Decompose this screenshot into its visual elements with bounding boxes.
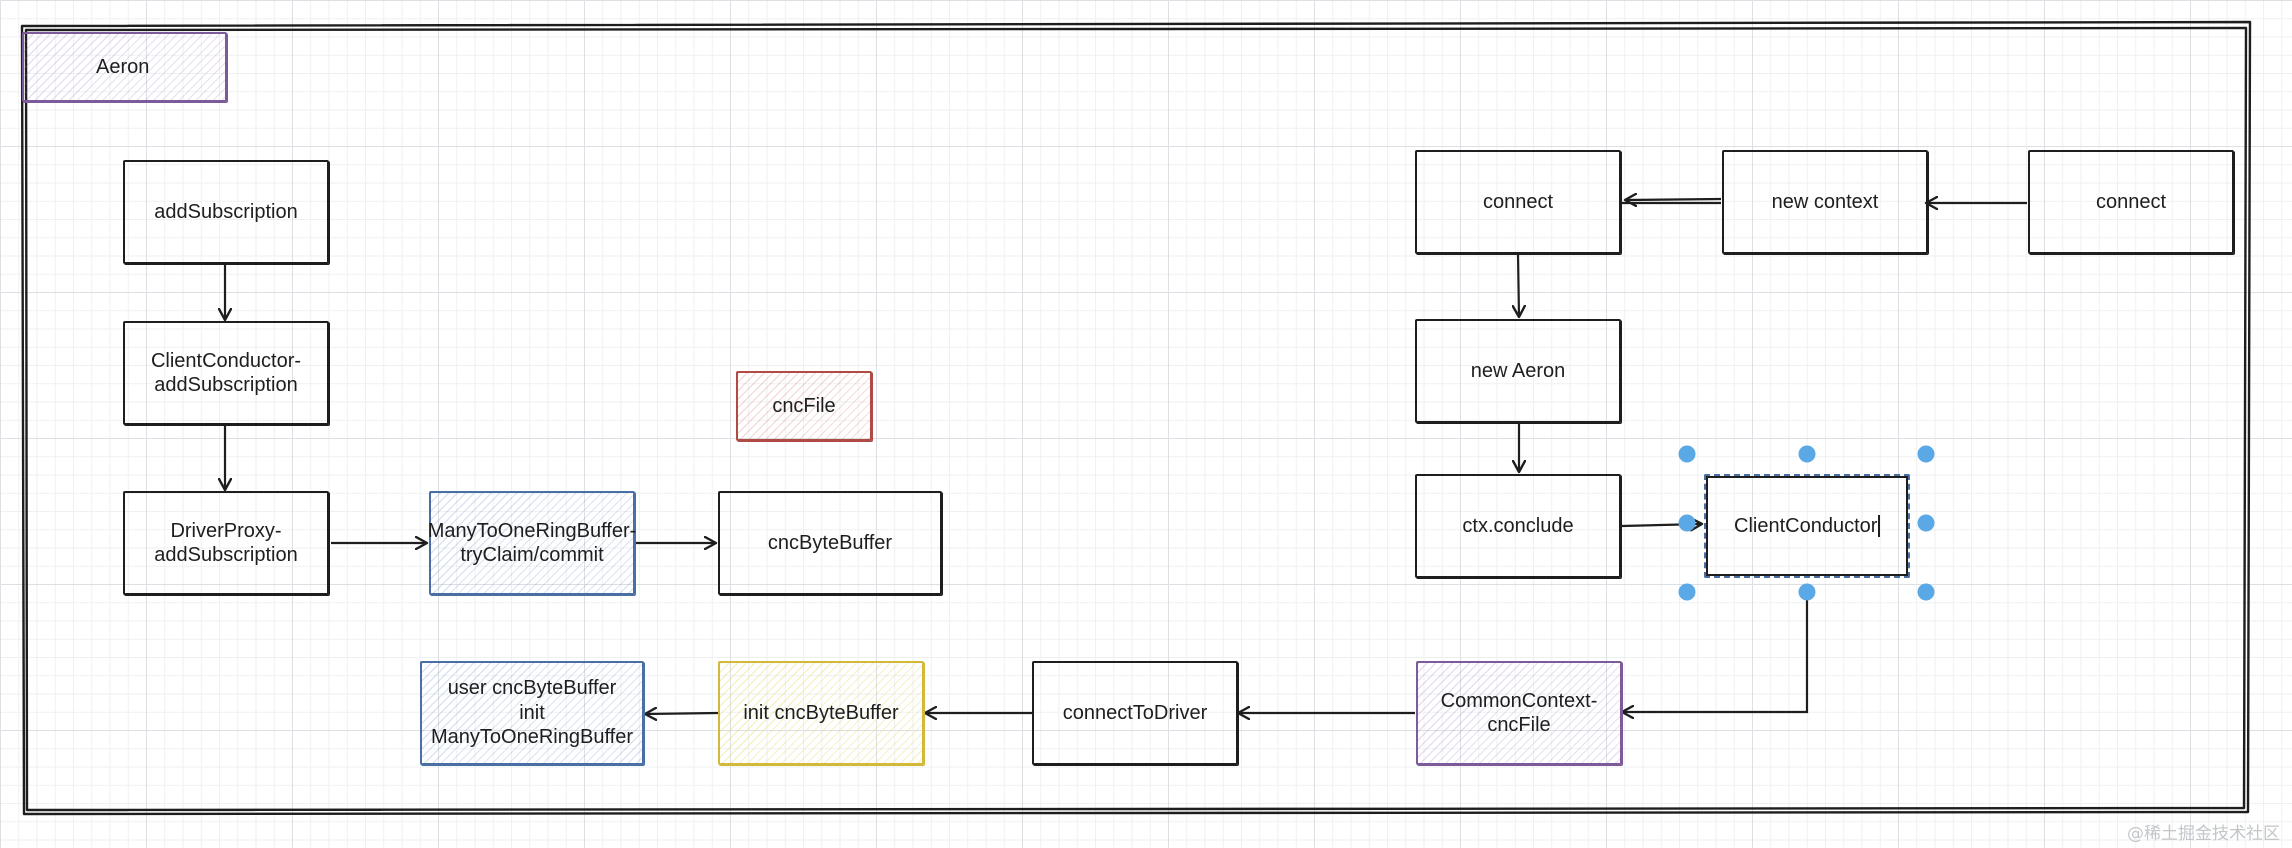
node-cnc-file[interactable]: cncFile [736, 371, 872, 441]
node-new-aeron-label: new Aeron [1470, 359, 1566, 382]
arrow-connect-to-newaeron[interactable] [1518, 253, 1519, 317]
node-connect-right-label: connect [2095, 190, 2167, 213]
aeron-frame[interactable] [20, 20, 2252, 816]
node-driver-proxy-add-subscription-label: DriverProxy- addSubscription [154, 519, 298, 566]
node-user-cnc-byte-buffer[interactable]: user cncByteBuffer init ManyToOneRingBuf… [420, 661, 644, 765]
node-ring-buffer-try-claim-label: ManyToOneRingBuffer- tryClaim/commit [427, 519, 637, 566]
arrow-initcnc-to-usercnc[interactable] [645, 713, 719, 714]
node-ring-buffer-try-claim[interactable]: ManyToOneRingBuffer- tryClaim/commit [427, 491, 637, 595]
frame-label[interactable]: Aeron [22, 32, 227, 102]
node-init-cnc-byte-buffer-label: init cncByteBuffer [743, 701, 899, 724]
node-common-context-cnc-file-label: CommonContext- cncFile [1440, 689, 1598, 736]
node-add-subscription[interactable]: addSubscription [123, 160, 329, 264]
node-cnc-byte-buffer[interactable]: cncByteBuffer [718, 491, 942, 595]
node-client-conductor-add-subscription[interactable]: ClientConductor- addSubscription [123, 321, 329, 425]
node-new-context-label: new context [1771, 190, 1879, 213]
resize-handle-sw[interactable] [1678, 583, 1696, 601]
node-connect-left-label: connect [1482, 190, 1554, 213]
node-connect-right[interactable]: connect [2028, 150, 2234, 254]
node-cnc-byte-buffer-label: cncByteBuffer [767, 531, 893, 554]
node-new-aeron[interactable]: new Aeron [1415, 319, 1621, 423]
resize-handle-e[interactable] [1917, 514, 1935, 532]
node-ctx-conclude[interactable]: ctx.conclude [1415, 474, 1621, 578]
node-init-cnc-byte-buffer[interactable]: init cncByteBuffer [718, 661, 924, 765]
node-client-conductor[interactable]: ClientConductor [1704, 474, 1910, 578]
arrow-clientconductor-to-commoncontext[interactable] [1622, 595, 1809, 712]
frame-title: Aeron [96, 55, 150, 78]
resize-handle-ne[interactable] [1917, 445, 1935, 463]
node-new-context[interactable]: new context [1722, 150, 1928, 254]
node-driver-proxy-add-subscription[interactable]: DriverProxy- addSubscription [123, 491, 329, 595]
resize-handle-nw[interactable] [1678, 445, 1696, 463]
node-connect-to-driver-label: connectToDriver [1062, 701, 1208, 724]
resize-handle-se[interactable] [1917, 583, 1935, 601]
arrow-newcontext-to-connect[interactable] [1622, 199, 1722, 203]
text-cursor [1878, 515, 1880, 537]
resize-handle-s[interactable] [1798, 583, 1816, 601]
node-cnc-file-label: cncFile [772, 394, 836, 417]
node-add-subscription-label: addSubscription [154, 200, 298, 223]
node-connect-to-driver[interactable]: connectToDriver [1032, 661, 1238, 765]
node-client-conductor-add-subscription-label: ClientConductor- addSubscription [150, 349, 302, 396]
node-connect-left[interactable]: connect [1415, 150, 1621, 254]
node-common-context-cnc-file[interactable]: CommonContext- cncFile [1416, 661, 1622, 765]
node-ctx-conclude-label: ctx.conclude [1462, 514, 1574, 537]
resize-handle-n[interactable] [1798, 445, 1816, 463]
resize-handle-w[interactable] [1678, 514, 1696, 532]
watermark: @稀土掘金技术社区 [2127, 824, 2280, 844]
node-user-cnc-byte-buffer-label: user cncByteBuffer init ManyToOneRingBuf… [431, 677, 633, 749]
node-client-conductor-label: ClientConductor [1734, 514, 1878, 537]
